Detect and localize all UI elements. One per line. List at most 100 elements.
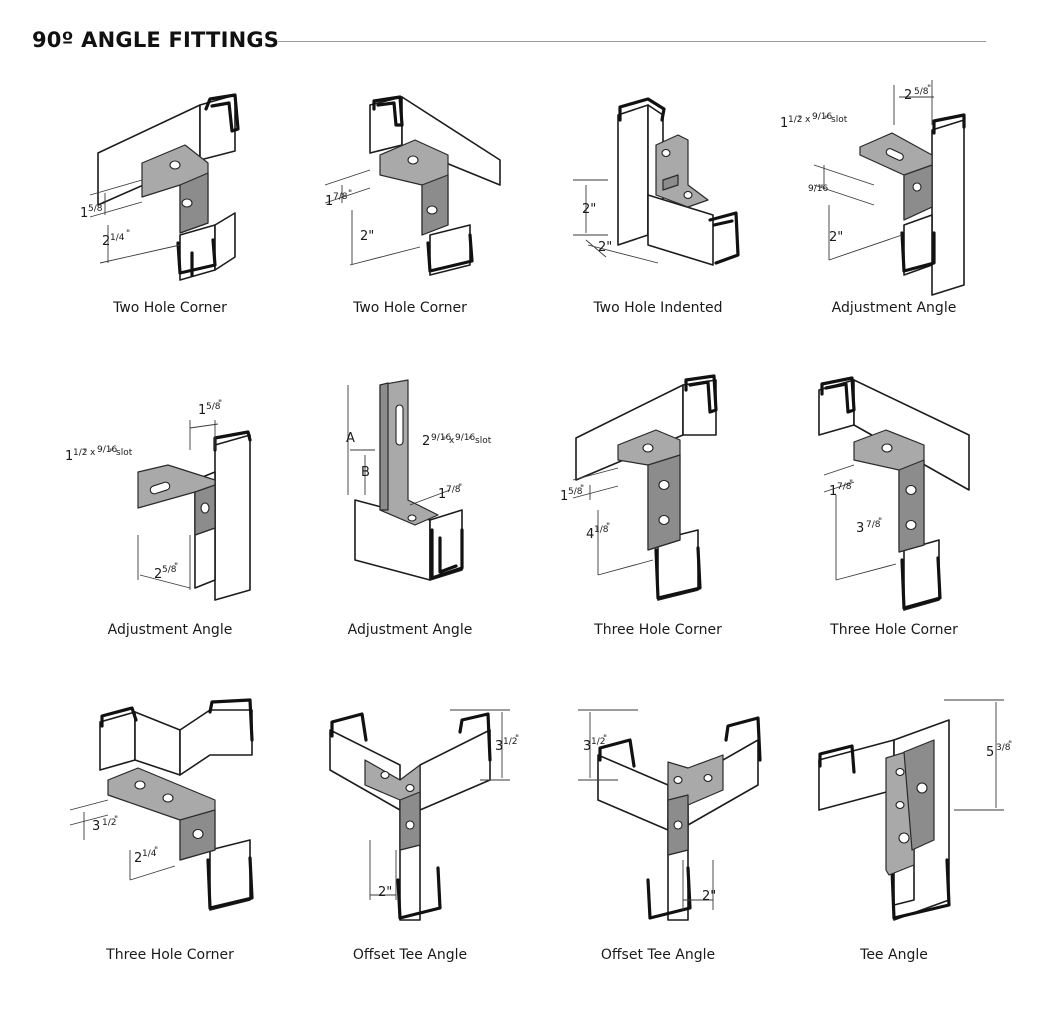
- tee-angle-illustration: 5 3/8 ": [818, 699, 1012, 921]
- dim-unit: ": [849, 479, 853, 489]
- dim-text: " slot: [824, 115, 848, 125]
- dim-label: 2": [702, 889, 716, 904]
- adjustment-angle-illustration: A B 2 9/16 " x 9/16 " slot 1 7/8 ": [346, 379, 492, 581]
- two-hole-corner-illustration: 1 5/8 " 2 1/4 ": [80, 93, 240, 281]
- fitting-name: Two Hole Corner: [353, 300, 467, 316]
- dim-fraction: 9/16: [97, 445, 117, 455]
- dim-label: 5: [986, 745, 994, 760]
- dim-label: 1: [80, 206, 88, 221]
- dim-fraction: 9/16: [431, 433, 451, 443]
- fitting-name: Offset Tee Angle: [352, 947, 468, 963]
- dim-unit: ": [218, 399, 222, 409]
- dim-unit: ": [348, 189, 352, 199]
- dim-unit: ": [1008, 740, 1012, 750]
- dim-fraction: 1/2: [591, 737, 605, 747]
- page-title: 90º ANGLE FITTINGS: [32, 28, 280, 52]
- fitting-name: Two Hole Corner: [113, 300, 227, 316]
- three-hole-corner-illustration: 3 1/2 " 2 1/4 ": [69, 698, 254, 911]
- adjustment-angle-illustration: 1 5/8 " 1 1/2 " x 9/16 " slot 2 5/8 ": [65, 399, 252, 601]
- fitting-card: 5 3/8 " Tee Angle: [774, 699, 1014, 990]
- dim-label: 1: [780, 116, 788, 131]
- fitting-name: Two Hole Indented: [593, 300, 723, 316]
- fitting-name: Three Hole Corner: [106, 947, 234, 963]
- dim-text: " x: [442, 436, 455, 446]
- dim-text: " slot: [109, 448, 133, 458]
- dim-fraction: 1/4: [110, 233, 125, 243]
- dim-fraction: 9/16: [808, 184, 828, 194]
- dim-unit: ": [174, 562, 178, 572]
- header-divider: [278, 41, 986, 42]
- dim-fraction: 9/16: [812, 112, 832, 122]
- dim-fraction: 7/8: [866, 520, 881, 530]
- fitting-name: Three Hole Corner: [830, 622, 958, 638]
- page-header: 90º ANGLE FITTINGS: [32, 28, 988, 58]
- dim-label: 3: [495, 739, 503, 754]
- dim-fraction: 1/8: [594, 525, 609, 535]
- dim-text: " x: [83, 448, 96, 458]
- fitting-card: 1 7/8 " 3 7/8 " Three Hole Corner: [774, 376, 1014, 670]
- dim-label: 2: [422, 434, 430, 449]
- fitting-card: 2 5/8 " 1 1/2 " x 9/16 " slot 9/16 " 2" …: [774, 80, 1014, 375]
- offset-tee-angle-illustration: 3 1/2 " 2": [329, 709, 519, 921]
- dim-label: 2: [904, 88, 912, 103]
- dim-fraction: 5/8: [206, 402, 221, 412]
- dim-fraction: 1/4: [142, 849, 157, 859]
- dim-label: 2": [378, 885, 392, 900]
- dim-label: 3: [583, 739, 591, 754]
- fitting-card: 3 1/2 " 2" Offset Tee Angle: [538, 700, 778, 990]
- dim-label: B: [361, 465, 370, 480]
- dim-unit: ": [820, 184, 824, 194]
- dim-label: 2: [134, 851, 142, 866]
- dim-fraction: 5/8: [88, 204, 103, 214]
- dim-label: 3: [856, 521, 864, 536]
- dim-unit: ": [102, 201, 106, 211]
- dim-label: 2": [829, 230, 843, 245]
- dim-label: 1: [325, 194, 333, 209]
- dim-fraction: 1/2: [788, 115, 802, 125]
- dim-fraction: 7/8: [837, 482, 852, 492]
- fitting-name: Three Hole Corner: [594, 622, 722, 638]
- dim-fraction: 1/2: [102, 818, 116, 828]
- fitting-card: 1 5/8 " 4 1/8 " Three Hole Corner: [538, 374, 778, 670]
- fitting-card: 2" 2" Two Hole Indented: [538, 85, 778, 375]
- dim-text: " x: [798, 115, 811, 125]
- fitting-name: Adjustment Angle: [831, 300, 957, 316]
- dim-unit: ": [515, 734, 519, 744]
- fitting-card: A B 2 9/16 " x 9/16 " slot 1 7/8 " Adjus…: [290, 379, 530, 670]
- dim-label: 4: [586, 527, 594, 542]
- dim-label: 1: [65, 449, 73, 464]
- dim-unit: ": [114, 815, 118, 825]
- dim-fraction: 1/2: [73, 448, 87, 458]
- fitting-card: 3 1/2 " 2 1/4 " Three Hole Corner: [50, 698, 290, 990]
- fitting-card: 1 7/8 " 2" Two Hole Corner: [290, 85, 530, 375]
- dim-label: 1: [560, 489, 568, 504]
- dim-label: A: [346, 431, 355, 446]
- dim-unit: ": [154, 846, 158, 856]
- dim-label: 1: [829, 484, 837, 499]
- dim-unit: ": [126, 229, 130, 239]
- dim-label: 2: [154, 567, 162, 582]
- fitting-card: 3 1/2 " 2" Offset Tee Angle: [290, 700, 530, 990]
- dim-label: 2": [598, 240, 612, 255]
- dim-fraction: 3/8: [996, 743, 1011, 753]
- two-hole-indented-illustration: 2" 2": [573, 97, 740, 266]
- fitting-card: 1 5/8 " 1 1/2 " x 9/16 " slot 2 5/8 " Ad…: [50, 380, 290, 670]
- dim-label: 2": [582, 202, 596, 217]
- dim-label: 1: [198, 403, 206, 418]
- three-hole-corner-illustration: 1 7/8 " 3 7/8 ": [818, 376, 970, 611]
- dim-unit: ": [927, 84, 931, 94]
- dim-label: 1: [438, 487, 446, 502]
- dim-fraction: 5/8: [914, 87, 929, 97]
- offset-tee-angle-illustration: 3 1/2 " 2": [578, 709, 762, 921]
- fitting-name: Adjustment Angle: [107, 622, 233, 638]
- dim-unit: ": [878, 517, 882, 527]
- two-hole-corner-illustration: 1 7/8 " 2": [324, 95, 501, 276]
- fitting-name: Tee Angle: [860, 947, 928, 963]
- fitting-card: 1 5/8 " 2 1/4 " Two Hole Corner: [50, 85, 290, 375]
- dim-fraction: 7/8: [333, 192, 348, 202]
- dim-text: " slot: [468, 436, 492, 446]
- dim-fraction: 9/16: [455, 433, 475, 443]
- dim-label: 3: [92, 819, 100, 834]
- dim-unit: ": [603, 734, 607, 744]
